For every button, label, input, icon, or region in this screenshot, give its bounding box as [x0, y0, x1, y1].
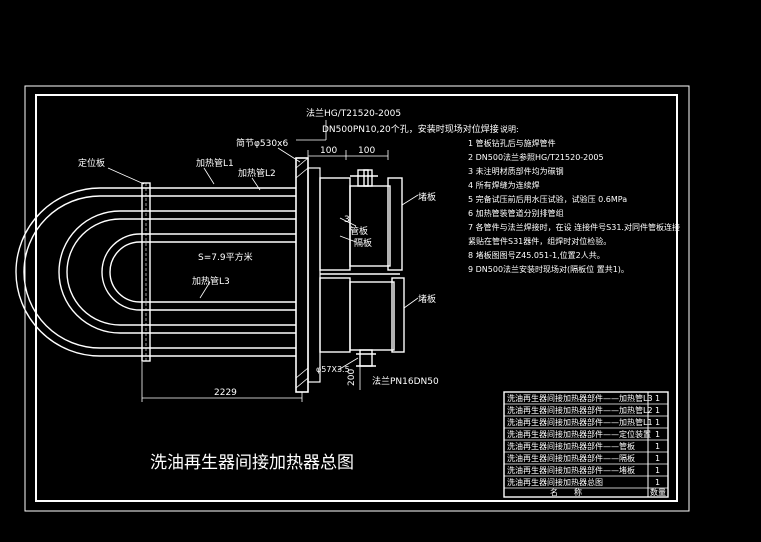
u-tube-inner-b: [109, 241, 150, 303]
table-row-name: 洗油再生器间接加热器部件——堵板: [507, 465, 635, 475]
notes-heading: 说明:: [500, 124, 519, 134]
table-row-name: 洗油再生器间接加热器总图: [507, 477, 603, 487]
drawing-title: 洗油再生器间接加热器总图: [150, 453, 354, 473]
flange-hatch: [295, 157, 309, 389]
table-row-name: 洗油再生器间接加热器部件——加热管L1: [507, 417, 653, 427]
label-heat-tube-3: 加热管L3: [192, 275, 230, 287]
note-line: 4 所有焊缝为连续焊: [468, 180, 540, 190]
note-line: 7 各管件与法兰焊接时，在设 连接件号S31.对同件管板连接: [468, 222, 680, 232]
parts-table: 洗油再生器间接加热器部件——加热管L3 1 洗油再生器间接加热器部件——加热管L…: [503, 391, 669, 498]
table-row-name: 洗油再生器间接加热器部件——隔板: [507, 453, 635, 463]
label-area: S=7.9平方米: [198, 251, 253, 263]
inner-frame: [35, 94, 678, 502]
bottom-nozzle: [356, 349, 376, 367]
table-row-qty: 1: [655, 418, 660, 427]
u-tube-middle-b: [66, 218, 150, 326]
u-tube-outer-b: [23, 195, 150, 349]
note-line: 3 未注明材质部件均为碳钢: [468, 166, 564, 176]
label-flange-spec: DN500PN10,20个孔，安装时现场对位焊接: [322, 123, 499, 135]
shell-flange: [307, 167, 321, 383]
label-pipe-small: φ57X3.5: [316, 365, 350, 374]
dimensions: [107, 120, 419, 402]
label-fixed-plate: 定位板: [78, 157, 105, 169]
label-dim-100-a: 100: [320, 146, 337, 156]
note-line: 9 DN500法兰安装时现场对(隔板位 置共1)。: [468, 264, 629, 274]
table-footer-qty: 数量: [650, 487, 666, 497]
u-tube-outer-a: [15, 187, 150, 357]
label-dim-2229: 2229: [214, 388, 237, 398]
label-dim-100-b: 100: [358, 146, 375, 156]
label-shell-tube: 简节φ530x6: [236, 137, 288, 149]
note-line: 紧贴在管件S31器件，组焊时对位检验。: [468, 236, 611, 246]
table-row-name: 洗油再生器间接加热器部件——定位装置: [507, 429, 651, 439]
label-heat-tube-2: 加热管L2: [238, 167, 276, 179]
label-dim-200: 200: [347, 369, 357, 386]
note-line: 8 堵板图图号Z45.051-1,位置2人共。: [468, 250, 605, 260]
table-row-name: 洗油再生器间接加热器部件——管板: [507, 441, 635, 451]
notes-block: 说明: 1 管板钻孔后与施焊管件 2 DN500法兰参照HG/T21520-20…: [468, 124, 680, 274]
u-tube-bundle: [15, 187, 150, 357]
table-row-qty: 1: [655, 394, 660, 403]
label-heat-tube-1: 加热管L1: [196, 157, 234, 169]
note-line: 5 完备试压前后用水压试验，试验压 0.6MPa: [468, 194, 627, 204]
table-row-qty: 1: [655, 442, 660, 451]
tube-plate: [295, 157, 309, 393]
table-row-name: 洗油再生器间接加热器部件——加热管L3: [507, 393, 653, 403]
label-flange-bottom: 法兰PN16DN50: [372, 375, 439, 387]
table-row-qty: 1: [655, 454, 660, 463]
table-row-qty: 1: [655, 478, 660, 487]
table-row-qty: 1: [655, 430, 660, 439]
table-row-name: 洗油再生器间接加热器部件——加热管L2: [507, 405, 653, 415]
top-nozzle: [350, 169, 378, 187]
table-footer-name: 名 称: [550, 487, 582, 497]
label-flange-top: 法兰HG/T21520-2005: [306, 107, 401, 119]
outer-frame: [24, 85, 690, 512]
label-seal-plate-bottom: 堵板: [418, 293, 436, 305]
label-seal-plate-top: 堵板: [418, 191, 436, 203]
channel-head: [319, 177, 405, 353]
table-row-qty: 1: [655, 406, 660, 415]
note-line: 6 加热管装管道分别排管组: [468, 208, 564, 218]
u-tube-inner-a: [101, 233, 150, 311]
label-num-3: 3: [344, 215, 350, 225]
straight-tube-runs: [150, 187, 296, 357]
label-tube-plate: 管板: [350, 225, 368, 237]
u-tube-middle-a: [58, 210, 150, 334]
table-row-qty: 1: [655, 466, 660, 475]
label-baffle: 隔板: [354, 237, 372, 249]
note-line: 1 管板钻孔后与施焊管件: [468, 138, 556, 148]
note-line: 2 DN500法兰参照HG/T21520-2005: [468, 152, 604, 162]
